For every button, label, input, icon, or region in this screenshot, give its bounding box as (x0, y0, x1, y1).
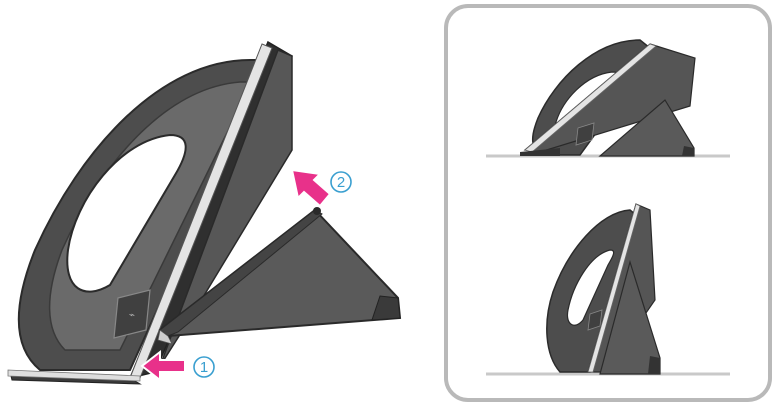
step-1-number: 1 (200, 359, 208, 376)
step-1-arrow (140, 349, 186, 383)
stand-landscape-view (486, 39, 730, 158)
step-2-marker: 2 (330, 171, 352, 193)
step-1-marker: 1 (193, 356, 215, 378)
stand-portrait-view (486, 203, 730, 376)
usb-port-icon: ⌁ (113, 289, 151, 339)
frame-back-housing (17, 59, 272, 371)
handle-cutout (66, 133, 187, 293)
step-2-arrow (290, 168, 332, 208)
detached-stand (157, 207, 402, 345)
step-2-number: 2 (337, 174, 345, 191)
inset-panel (444, 4, 772, 402)
svg-text:⌁: ⌁ (129, 310, 135, 321)
frame-front-panel: ⌁ (7, 40, 293, 385)
main-assembly-figure: ⌁ 1 2 (7, 40, 402, 385)
